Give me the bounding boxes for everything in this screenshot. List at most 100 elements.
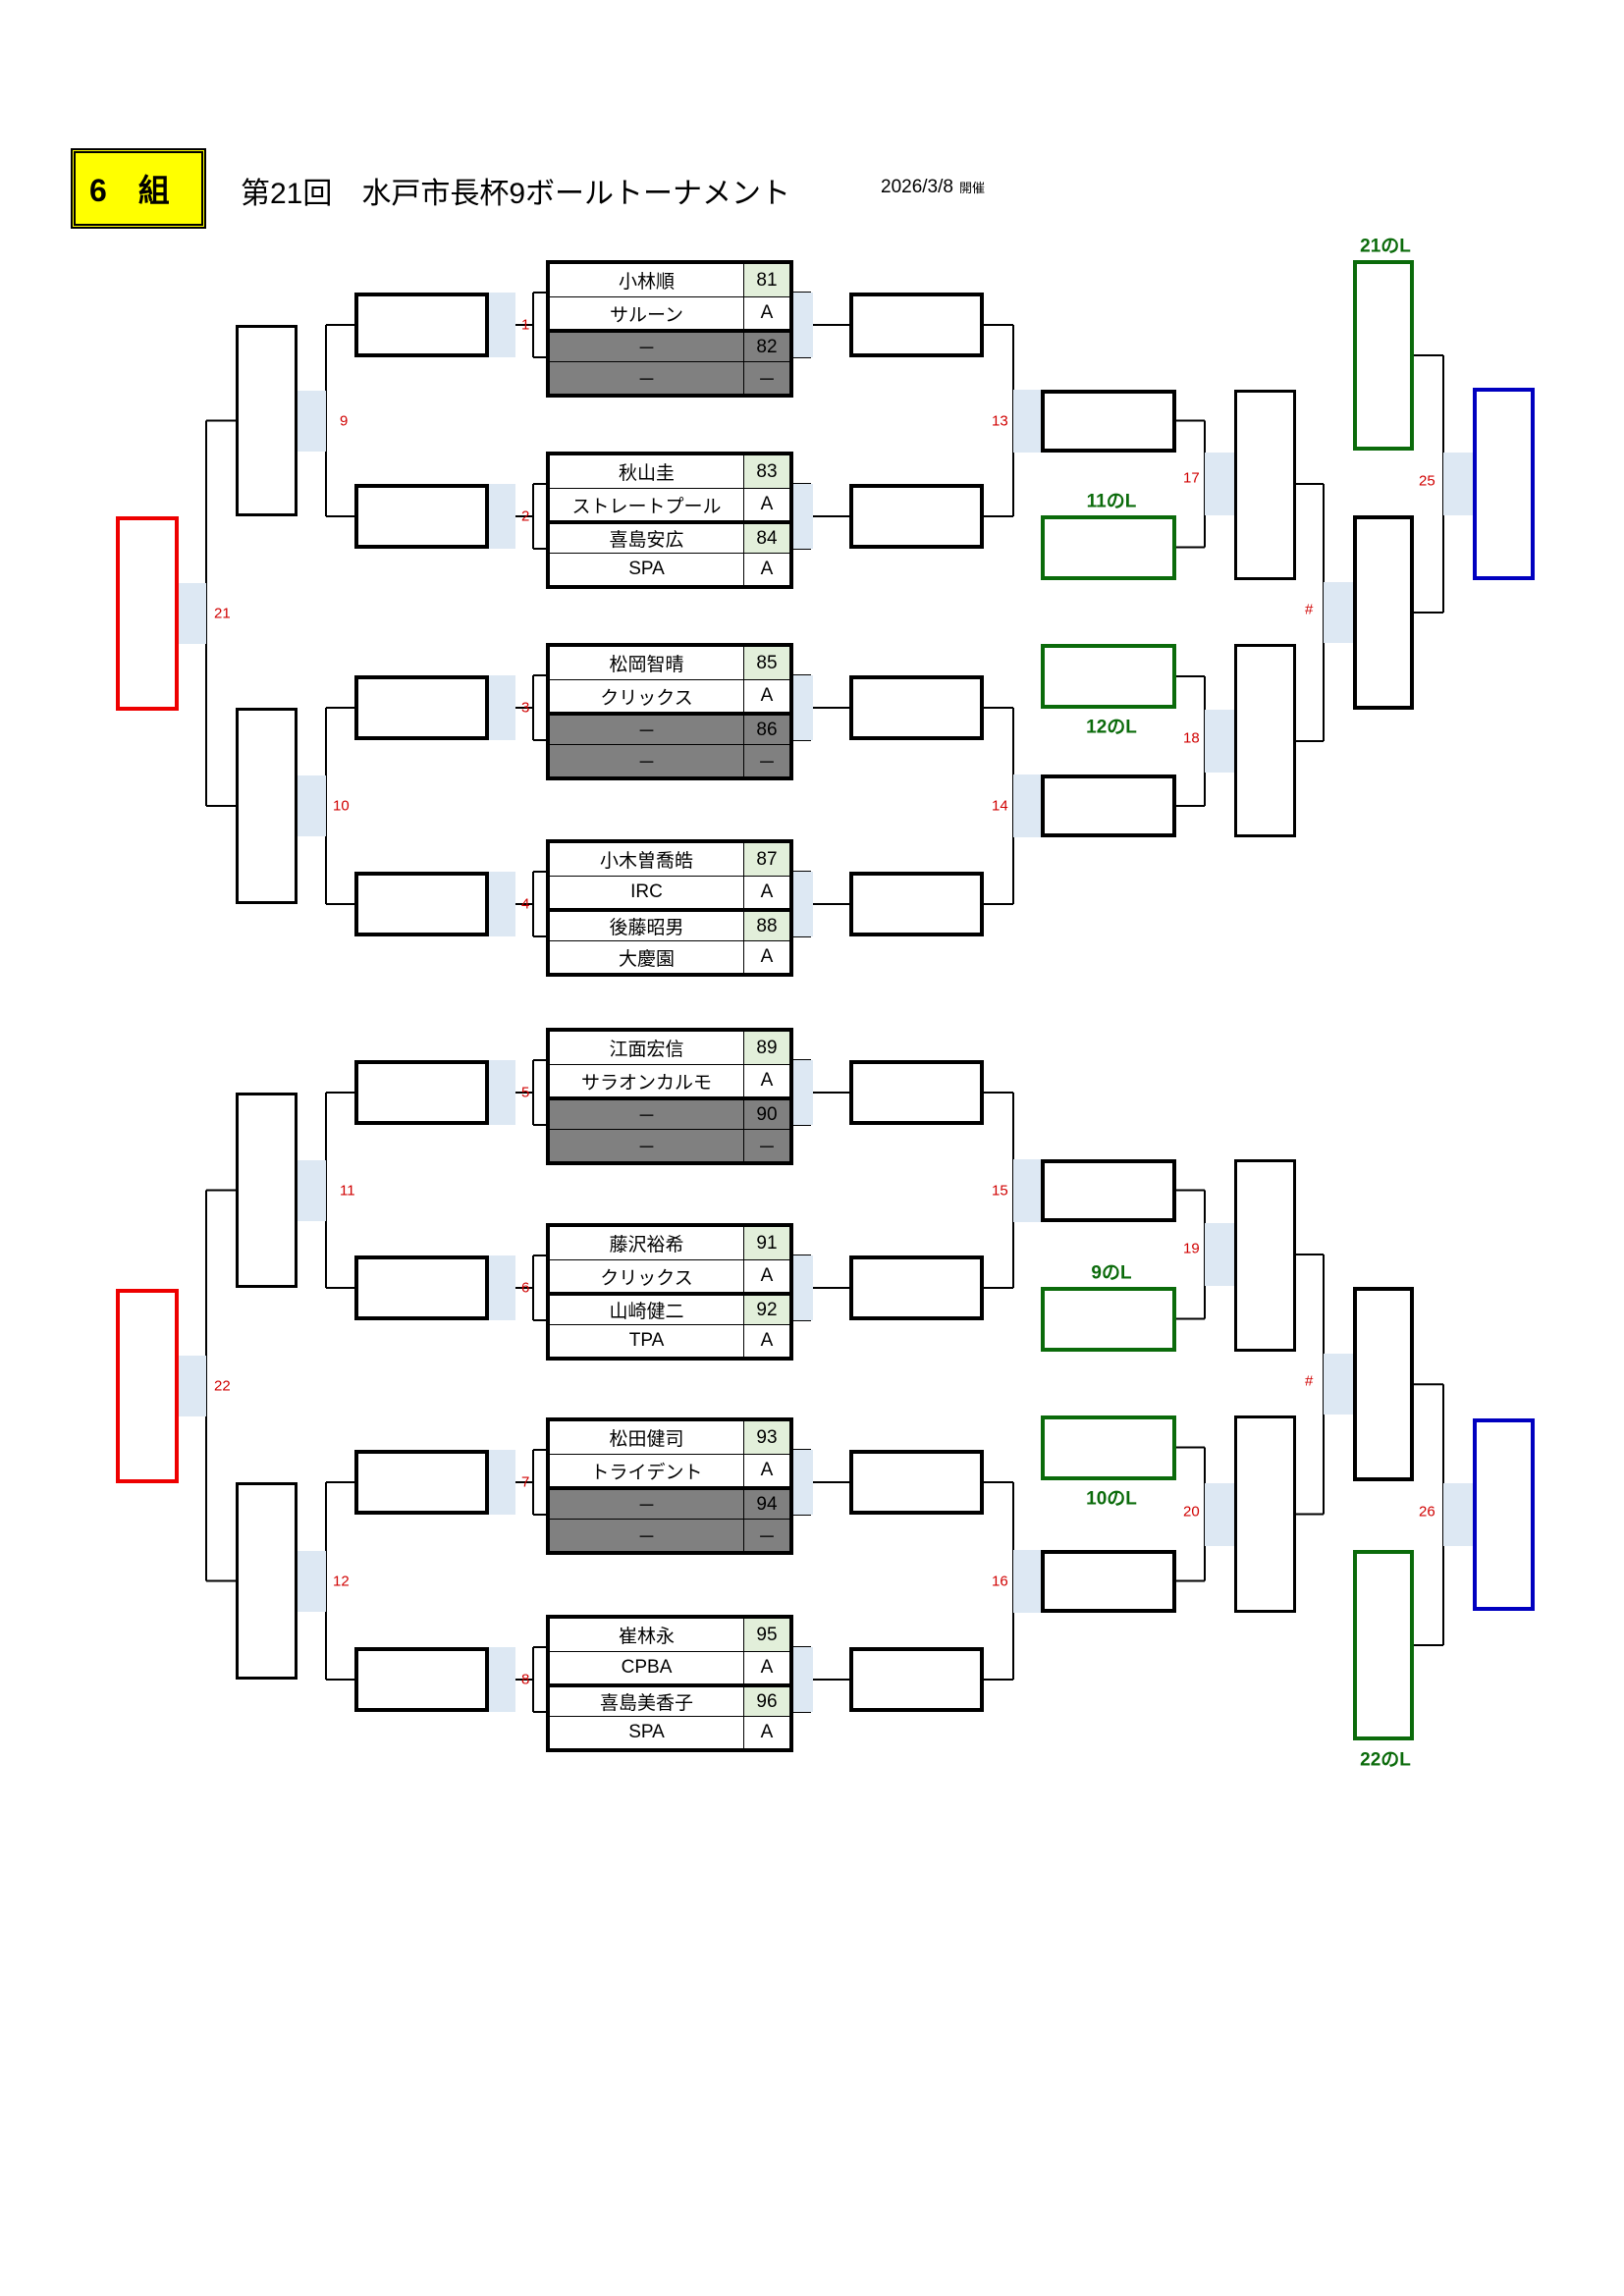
player-cell: IRC: [550, 877, 744, 908]
player-row: －－: [550, 361, 789, 394]
match-number: 17: [1183, 469, 1200, 487]
player-cell: TPA: [550, 1325, 744, 1357]
highlight-band: [1205, 710, 1234, 773]
winner-box-right: [849, 1255, 984, 1320]
champion-box-left: [116, 1288, 179, 1483]
score-cell: 82: [744, 333, 789, 361]
highlight-band: [1324, 582, 1353, 643]
score-cell: 87: [744, 843, 789, 876]
score-cell: －: [744, 745, 789, 776]
highlight-band: [298, 1159, 326, 1221]
match-number: 2: [521, 507, 530, 525]
loser-box: [1041, 1286, 1176, 1352]
score-cell: A: [760, 302, 774, 323]
match-number: 11: [340, 1182, 355, 1199]
score-cell: A: [760, 494, 774, 514]
highlight-band: [793, 484, 813, 549]
winner-box-right: [849, 1647, 984, 1712]
match-number: 16: [992, 1573, 1008, 1589]
highlight-band: [1324, 1354, 1353, 1415]
loser-box-final: [1353, 260, 1414, 451]
match-number: 1: [521, 316, 530, 334]
score-cell: A: [760, 1330, 774, 1351]
highlight-band: [489, 1647, 515, 1712]
winner-box-left: [354, 293, 489, 357]
match-number: 6: [521, 1279, 530, 1297]
round2-box-left: [236, 1482, 298, 1680]
highlight-band: [1013, 774, 1041, 837]
highlight-band: [793, 872, 813, 936]
highlight-band: [1013, 1549, 1041, 1613]
score-cell: 90: [744, 1100, 789, 1129]
player-row: －－: [550, 744, 789, 776]
player-row: －90: [550, 1096, 789, 1129]
highlight-band: [298, 390, 326, 452]
match-number: 8: [521, 1671, 530, 1688]
score-cell: －: [744, 362, 789, 394]
highlight-band: [489, 1255, 515, 1320]
loser-label: 22のL: [1360, 1749, 1411, 1771]
player-cell: サルーン: [550, 297, 744, 329]
round3-box: [1041, 774, 1176, 837]
score-cell: 91: [744, 1227, 789, 1259]
highlight-band: [793, 675, 813, 740]
score-cell: A: [760, 559, 774, 579]
match-number: 10: [333, 797, 350, 815]
group-badge: 6 組: [71, 148, 206, 229]
round2-box-left: [236, 325, 298, 516]
match-number: 25: [1419, 472, 1435, 490]
loser-label: 12のL: [1086, 717, 1137, 738]
score-cell: 92: [744, 1296, 789, 1324]
player-cell: －: [550, 1100, 744, 1129]
highlight-band: [1205, 453, 1234, 515]
highlight-band: [489, 293, 515, 357]
highlight-band: [489, 872, 515, 936]
score-cell: 94: [744, 1490, 789, 1519]
player-cell: 崔林永: [550, 1619, 744, 1651]
highlight-band: [1443, 1483, 1473, 1547]
player-row: －94: [550, 1486, 789, 1519]
score-cell: A: [760, 946, 774, 967]
highlight-band: [489, 675, 515, 740]
player-cell: CPBA: [550, 1652, 744, 1683]
round4-box: [1234, 389, 1296, 580]
champion-box-right: [1473, 1418, 1535, 1612]
player-row: －82: [550, 329, 789, 361]
loser-box: [1041, 514, 1176, 580]
round3-box: [1041, 389, 1176, 453]
winner-box-right: [849, 484, 984, 549]
highlight-band: [793, 293, 813, 357]
score-cell: A: [760, 685, 774, 706]
highlight-band: [793, 1647, 813, 1712]
player-row: IRC A: [550, 876, 789, 908]
highlight-band: [1013, 389, 1041, 453]
player-cell: 松岡智晴: [550, 647, 744, 679]
match-number: 9: [340, 412, 349, 429]
player-cell: －: [550, 1490, 744, 1519]
player-cell: 藤沢裕希: [550, 1227, 744, 1259]
score-cell: 81: [744, 264, 789, 296]
round2-box-left: [236, 1093, 298, 1288]
loser-box: [1041, 1415, 1176, 1480]
score-cell: A: [760, 881, 774, 902]
player-cell: －: [550, 362, 744, 394]
round3-box: [1041, 1549, 1176, 1613]
highlight-band: [489, 484, 515, 549]
player-cell: ストレートプール: [550, 489, 744, 520]
score-cell: A: [760, 1460, 774, 1480]
player-cell: クリックス: [550, 1260, 744, 1292]
highlight-band: [1205, 1223, 1234, 1286]
